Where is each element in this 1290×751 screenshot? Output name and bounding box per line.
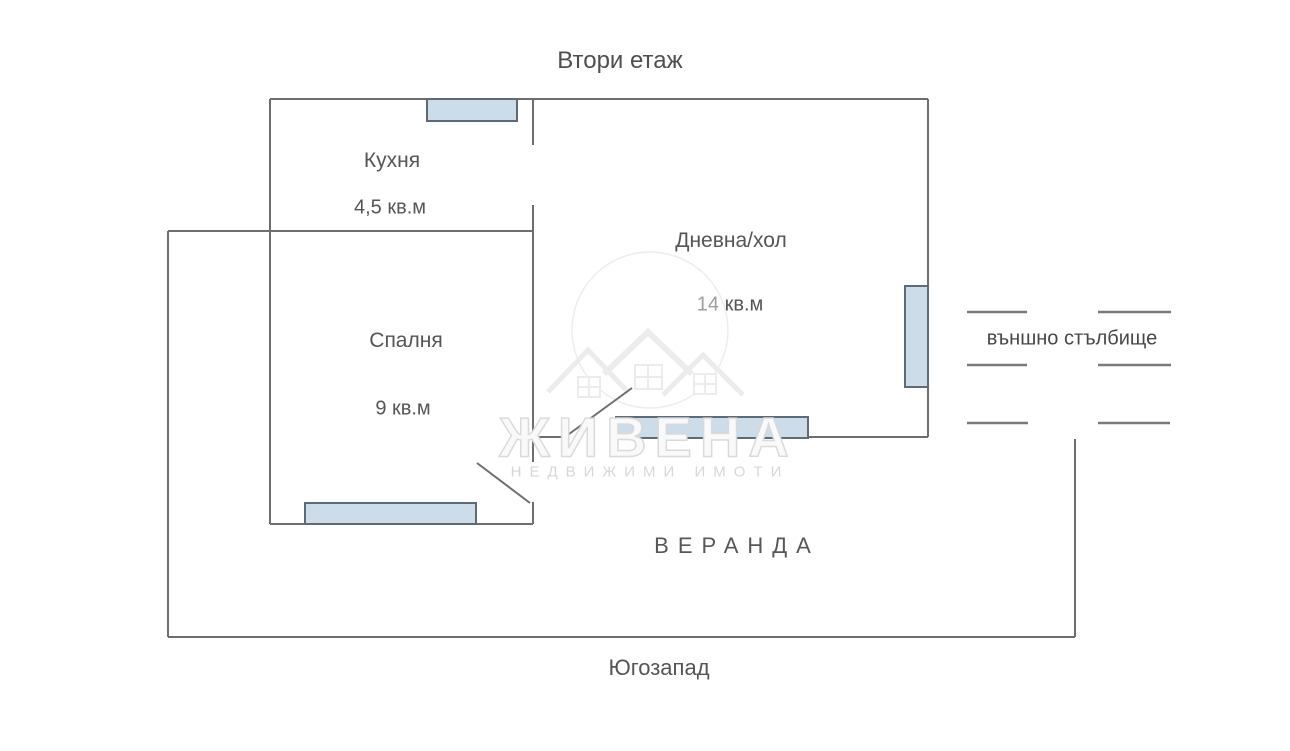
room-area-living-number: 14 [696,293,719,316]
staircase-treads [967,310,1171,425]
room-area-bedroom: 9 кв.м [375,397,431,420]
window-kitchen [426,98,518,122]
watermark-house-roof-middle [601,327,695,377]
watermark-tagline-text: НЕДВИЖИМИ ИМОТИ [510,463,790,481]
watermark-logo [546,251,745,409]
watermark-house-roof-left [546,346,630,394]
room-area-living-unit: кв.м [724,293,764,316]
staircase-label: външно стълбище [986,327,1158,350]
watermark-circle [571,251,729,409]
door-swing-living-veranda [564,387,633,438]
room-area-living: 14 кв.м [697,294,764,317]
door-swing-bedroom [476,462,531,504]
watermark-brand-text: ЖИВЕНА [498,405,797,470]
windows [304,98,929,525]
window-living-right [904,285,929,388]
orientation-label: Югозапад [608,655,710,680]
watermark-house-window-left [577,376,601,398]
window-bedroom [304,502,477,525]
room-label-kitchen: Кухня [363,149,421,172]
room-label-living: Дневна/хол [675,229,787,252]
window-living-bottom [615,416,809,439]
room-area-kitchen: 4,5 кв.м [353,196,427,219]
watermark-house-window-right [693,373,717,395]
veranda-outline [167,231,1076,638]
room-label-bedroom: Спалня [369,329,443,352]
veranda-label: ВЕРАНДА [654,533,820,558]
watermark-house-window-middle [634,364,663,390]
watermark-house-roof-right [661,351,745,397]
page-title: Втори етаж [557,47,683,74]
